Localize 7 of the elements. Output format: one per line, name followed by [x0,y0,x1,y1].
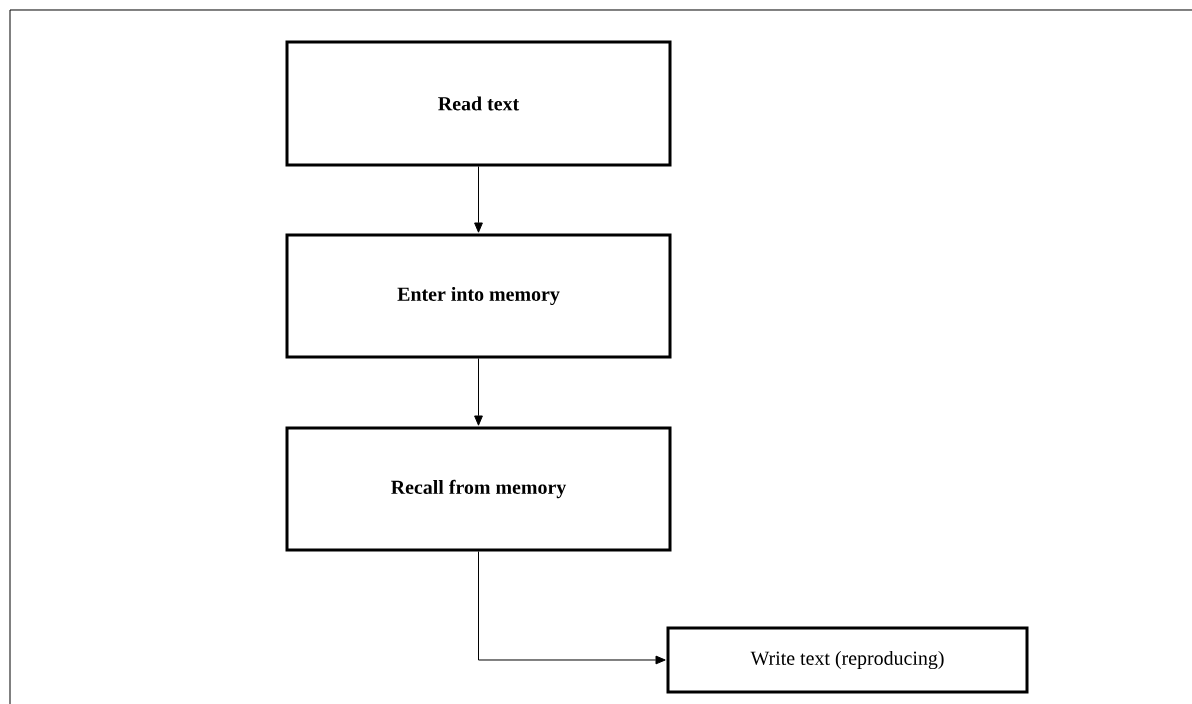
process-box: Read text [285,40,672,167]
process-box: Write text (reproducing) [666,626,1029,694]
arrow [474,358,483,426]
arrow [474,166,483,233]
process-box: Recall from memory [285,426,672,552]
process-box: Enter into memory [285,233,672,359]
arrow [478,551,666,665]
